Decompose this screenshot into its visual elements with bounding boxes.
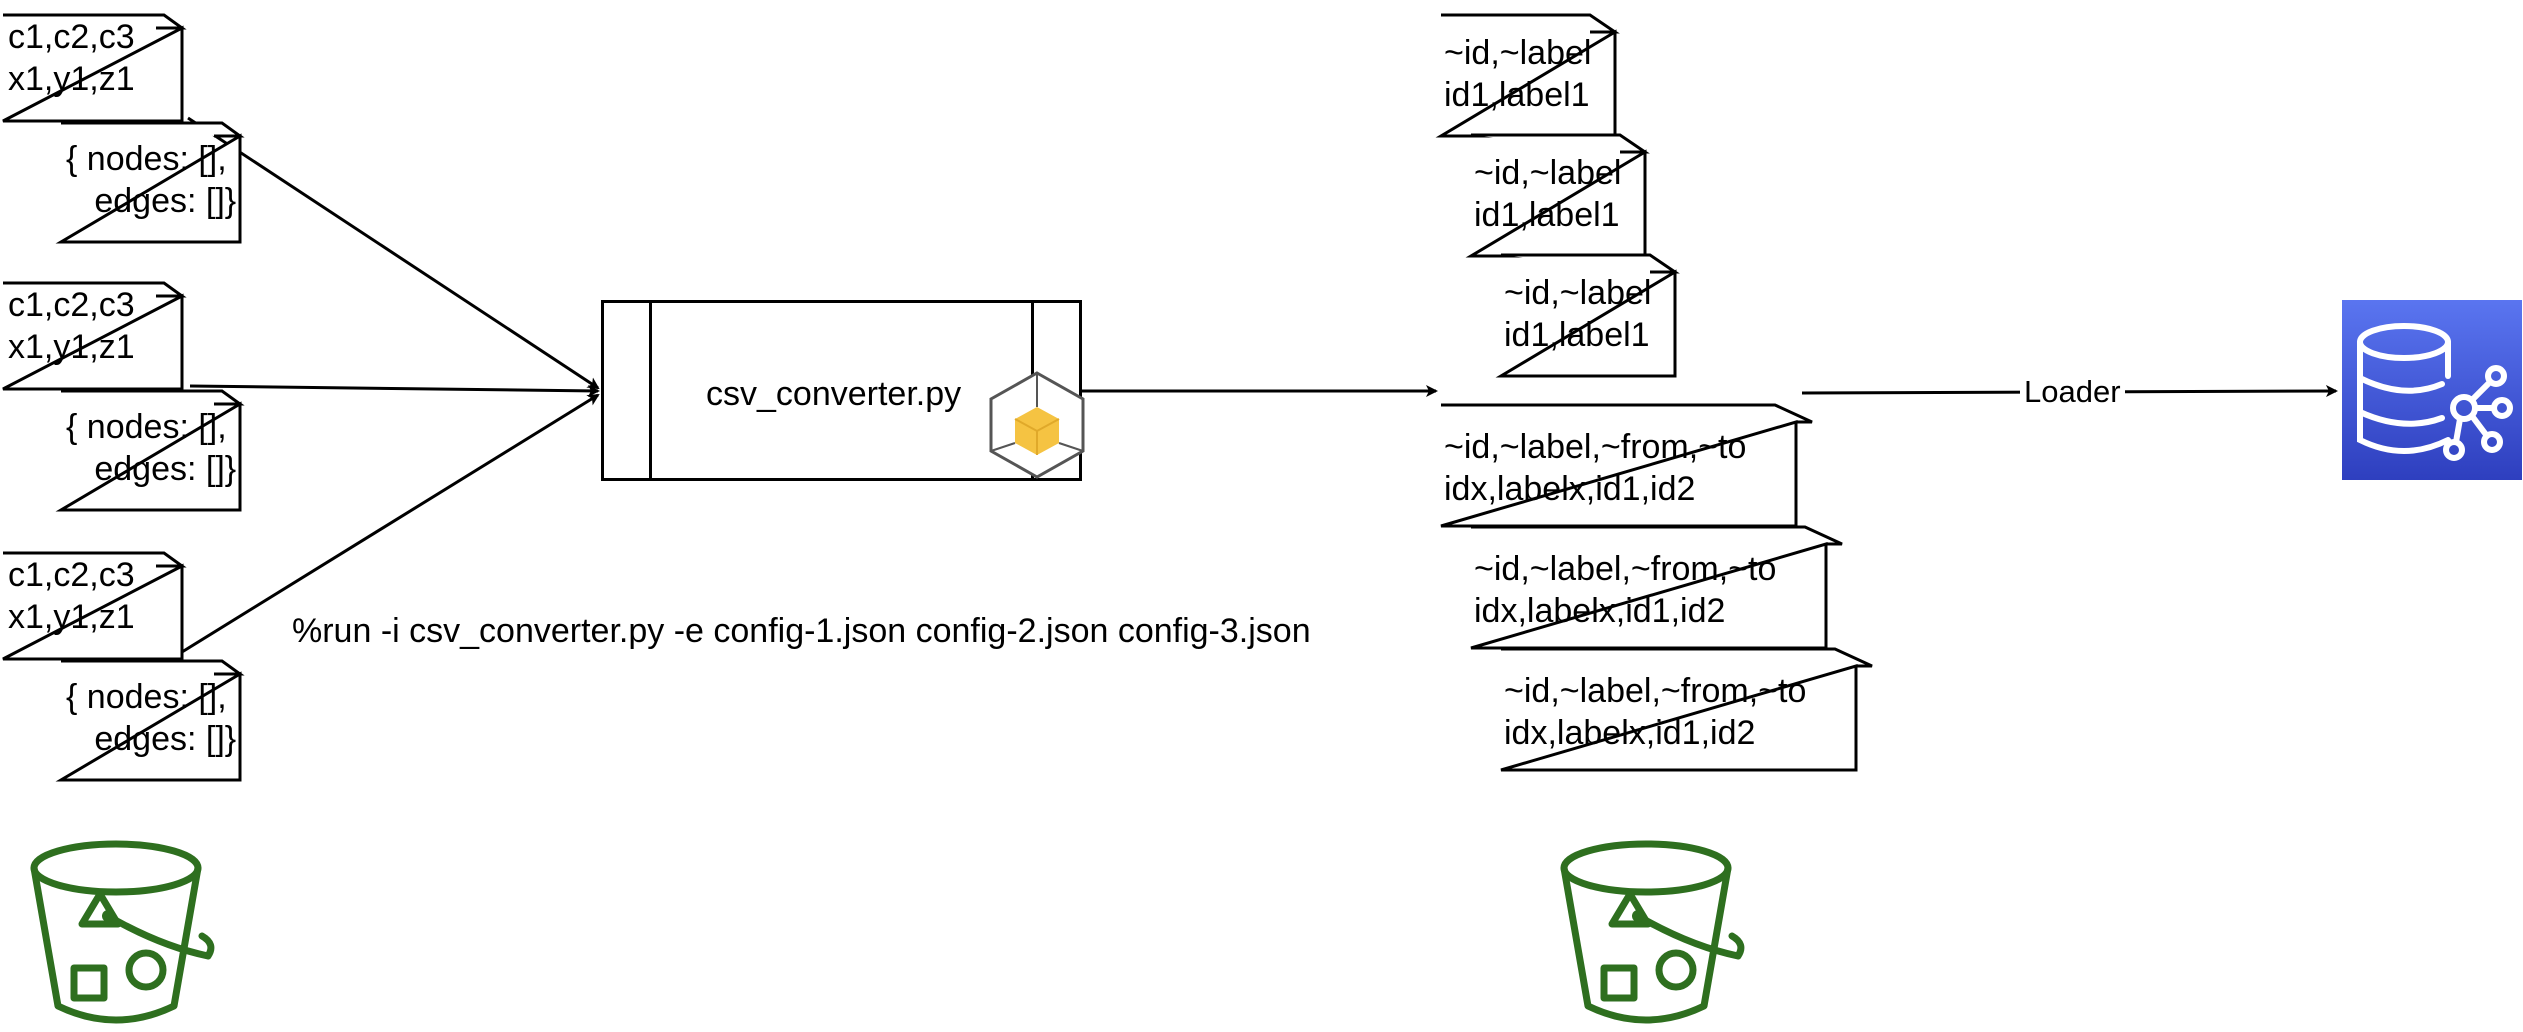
node-csv-document: ~id,~label id1,label1	[1465, 133, 1660, 258]
arrow-source3-to-converter	[181, 393, 600, 654]
node-row-text: id1,label1	[1474, 196, 1620, 234]
node-row-text: id1,label1	[1444, 76, 1590, 114]
csv-row-text: x1,y1,z1	[8, 598, 135, 636]
edge-header-text: ~id,~label,~from,~to	[1474, 550, 1777, 588]
config-line-1: { nodes: [],	[66, 408, 227, 446]
config-line-2: edges: []}	[66, 720, 237, 758]
edge-csv-document: ~id,~label,~from,~to idx,labelx,id1,id2	[1500, 647, 1880, 772]
node-header-text: ~id,~label	[1474, 154, 1622, 192]
run-command-text: %run -i csv_converter.py -e config-1.jso…	[292, 612, 1311, 650]
csv-row-text: x1,y1,z1	[8, 60, 135, 98]
config-line-2: edges: []}	[66, 182, 237, 220]
config-line-2: edges: []}	[66, 450, 237, 488]
s3-bucket-icon	[1560, 840, 1745, 1024]
csv-header-text: c1,c2,c3	[8, 286, 135, 324]
node-csv-document: ~id,~label id1,label1	[1495, 253, 1690, 378]
neptune-graph-database-icon	[2342, 300, 2522, 480]
config-document: { nodes: [], edges: []}	[55, 659, 245, 782]
edge-header-text: ~id,~label,~from,~to	[1504, 672, 1807, 710]
config-line-1: { nodes: [],	[66, 140, 227, 178]
csv-document: c1,c2,c3 x1,y1,z1	[2, 281, 192, 391]
csv-row-text: x1,y1,z1	[8, 328, 135, 366]
edge-row-text: idx,labelx,id1,id2	[1504, 714, 1756, 752]
node-csv-document: ~id,~label id1,label1	[1435, 13, 1630, 138]
loader-label: Loader	[2020, 374, 2125, 410]
edge-header-text: ~id,~label,~from,~to	[1444, 428, 1747, 466]
node-header-text: ~id,~label	[1504, 274, 1652, 312]
edge-row-text: idx,labelx,id1,id2	[1474, 592, 1726, 630]
config-document: { nodes: [], edges: []}	[55, 389, 245, 512]
config-line-1: { nodes: [],	[66, 678, 227, 716]
edge-csv-document: ~id,~label,~from,~to idx,labelx,id1,id2	[1470, 525, 1850, 650]
edge-row-text: idx,labelx,id1,id2	[1444, 470, 1696, 508]
s3-bucket-icon	[30, 840, 215, 1024]
node-header-text: ~id,~label	[1444, 34, 1592, 72]
arrow-source1-to-converter	[187, 116, 600, 390]
config-document: { nodes: [], edges: []}	[55, 121, 245, 244]
node-row-text: id1,label1	[1504, 316, 1650, 354]
csv-document: c1,c2,c3 x1,y1,z1	[2, 551, 192, 661]
lambda-function-icon	[989, 371, 1085, 479]
edge-csv-document: ~id,~label,~from,~to idx,labelx,id1,id2	[1440, 403, 1820, 528]
csv-header-text: c1,c2,c3	[8, 556, 135, 594]
csv-header-text: c1,c2,c3	[8, 18, 135, 56]
arrow-source2-to-converter	[189, 384, 600, 397]
csv-document: c1,c2,c3 x1,y1,z1	[2, 13, 192, 123]
process-left-bar	[649, 303, 652, 478]
converter-label: csv_converter.py	[706, 375, 962, 413]
csv-converter-process: csv_converter.py	[601, 300, 1085, 481]
